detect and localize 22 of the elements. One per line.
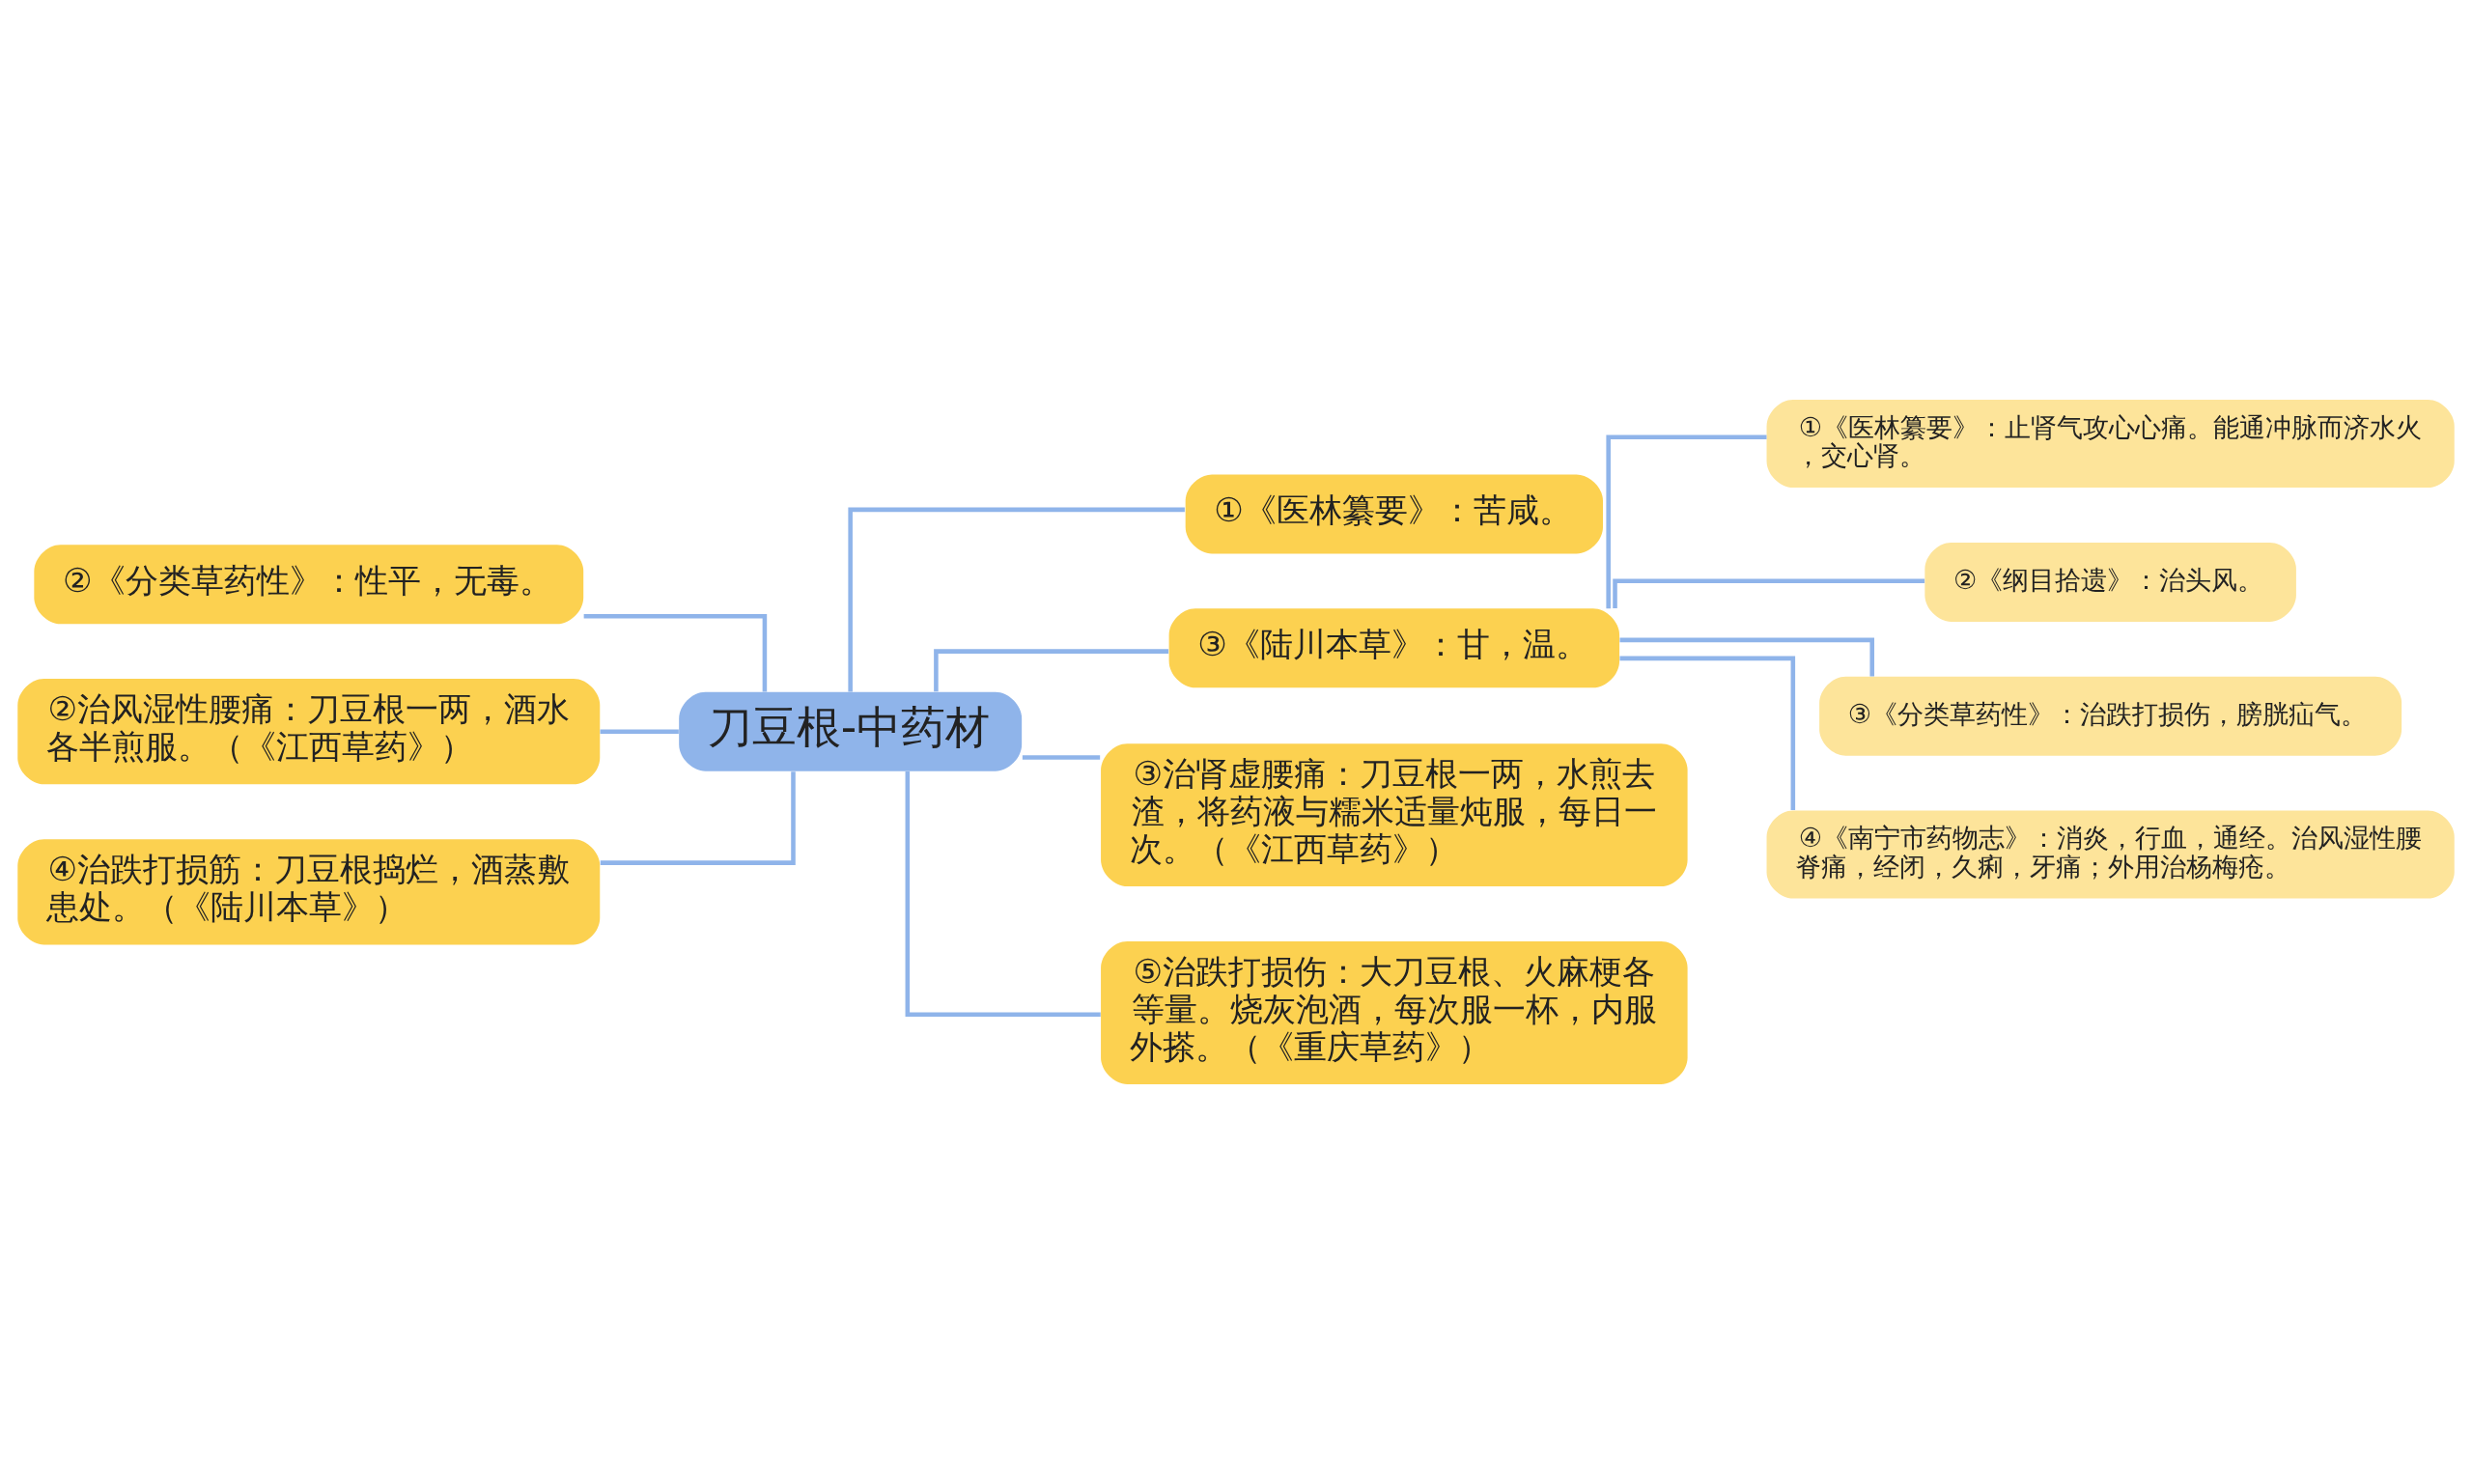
connector [583,613,768,692]
connector [600,771,796,865]
connector [1613,578,1925,609]
node-box: ①《医林纂要》：苦咸。 [1185,474,1603,554]
node-box: ④《南宁市药物志》：消炎，行血，通经。治风湿性腰脊痛，经闭，久痢，牙痛；外用治杨梅疮。 [1766,810,2455,899]
connector [934,649,1169,692]
node-box: ②《分类草药性》：性平，无毒。 [34,545,584,625]
connector [1619,656,1796,810]
node-box: ②《纲目拾遗》：治头风。 [1924,543,2296,622]
connector [848,507,1185,692]
node-box: ④治跌打损筋：刀豆根捣烂，酒蒸敷患处。（《陆川本草》） [17,839,601,945]
connector [1022,755,1101,760]
node-box: ①《医林纂要》：止肾气攻心心痛。能通冲脉而济水火，交心肾。 [1766,400,2455,489]
node-box: ⑤治跌打损伤：大刀豆根、火麻梗各等量。烧灰泡酒，每次服一杯，内服外搽。（《重庆草药》） [1101,941,1688,1084]
node-box: ③治肾虚腰痛：刀豆根一两，水煎去渣，将药液与糯米适量炖服，每日一次。（《江西草药》） [1101,743,1688,887]
connector [600,729,679,734]
node-box: 刀豆根-中药材 [679,691,1023,771]
connector [1606,434,1767,609]
node-box: ③《分类草药性》：治跌打损伤，膀胱疝气。 [1819,676,2402,756]
node-box: ②治风湿性腰痛：刀豆根一两，酒水各半煎服。（《江西草药》） [17,679,601,785]
connector [905,771,1101,1017]
node-box: ③《陆川本草》：甘，温。 [1168,608,1620,688]
